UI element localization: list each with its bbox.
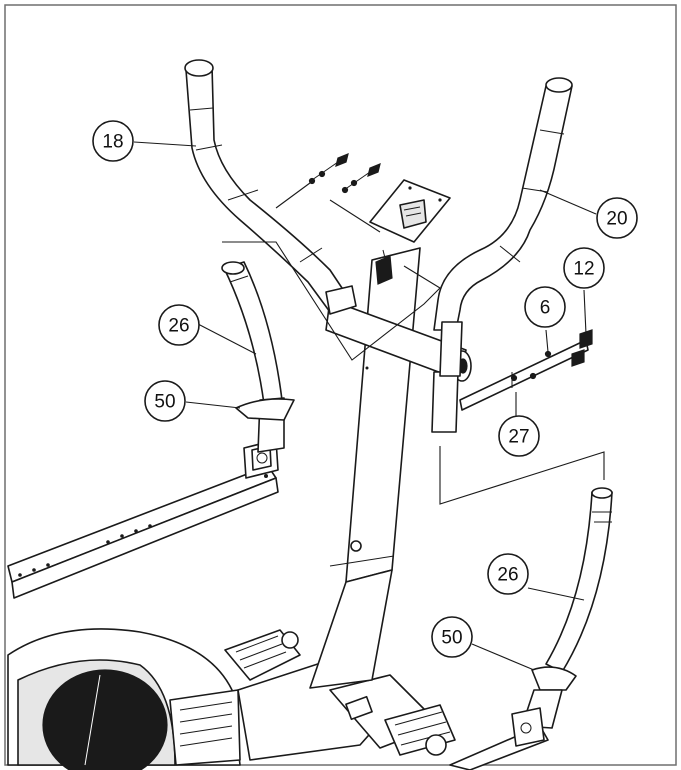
left-lower-arm [221, 261, 295, 453]
callout-label: 50 [441, 628, 462, 649]
callout-20: 20 [596, 197, 638, 239]
callout-label: 26 [168, 316, 189, 337]
right-upper-handlebar [431, 77, 573, 433]
callout-12: 12 [563, 247, 605, 289]
lower-side-rail [7, 465, 279, 599]
flywheel-housing [7, 628, 241, 770]
upper-bolts [308, 153, 381, 194]
base-frame [224, 629, 456, 761]
cable-connector [375, 249, 393, 285]
callout-27: 27 [498, 415, 540, 457]
callout-50-lower: 50 [431, 616, 473, 658]
callout-50-upper: 50 [144, 380, 186, 422]
console-mount-plate [369, 179, 451, 243]
assembly-guide-lines [222, 179, 605, 505]
callout-18: 18 [92, 120, 134, 162]
callout-26-lower: 26 [487, 553, 529, 595]
right-lower-arm [511, 487, 613, 747]
diagram-frame [4, 4, 677, 766]
right-side-hardware [459, 329, 593, 411]
callout-6: 6 [524, 286, 566, 328]
callout-label: 26 [497, 565, 518, 586]
callout-label: 18 [102, 132, 123, 153]
callout-label: 6 [540, 298, 551, 319]
callout-leaders [133, 141, 597, 671]
left-upper-handlebar [184, 59, 357, 315]
callout-label: 20 [606, 209, 627, 230]
callout-label: 27 [508, 427, 529, 448]
callout-26-upper: 26 [158, 304, 200, 346]
callout-label: 12 [573, 259, 594, 280]
callout-label: 50 [154, 392, 175, 413]
